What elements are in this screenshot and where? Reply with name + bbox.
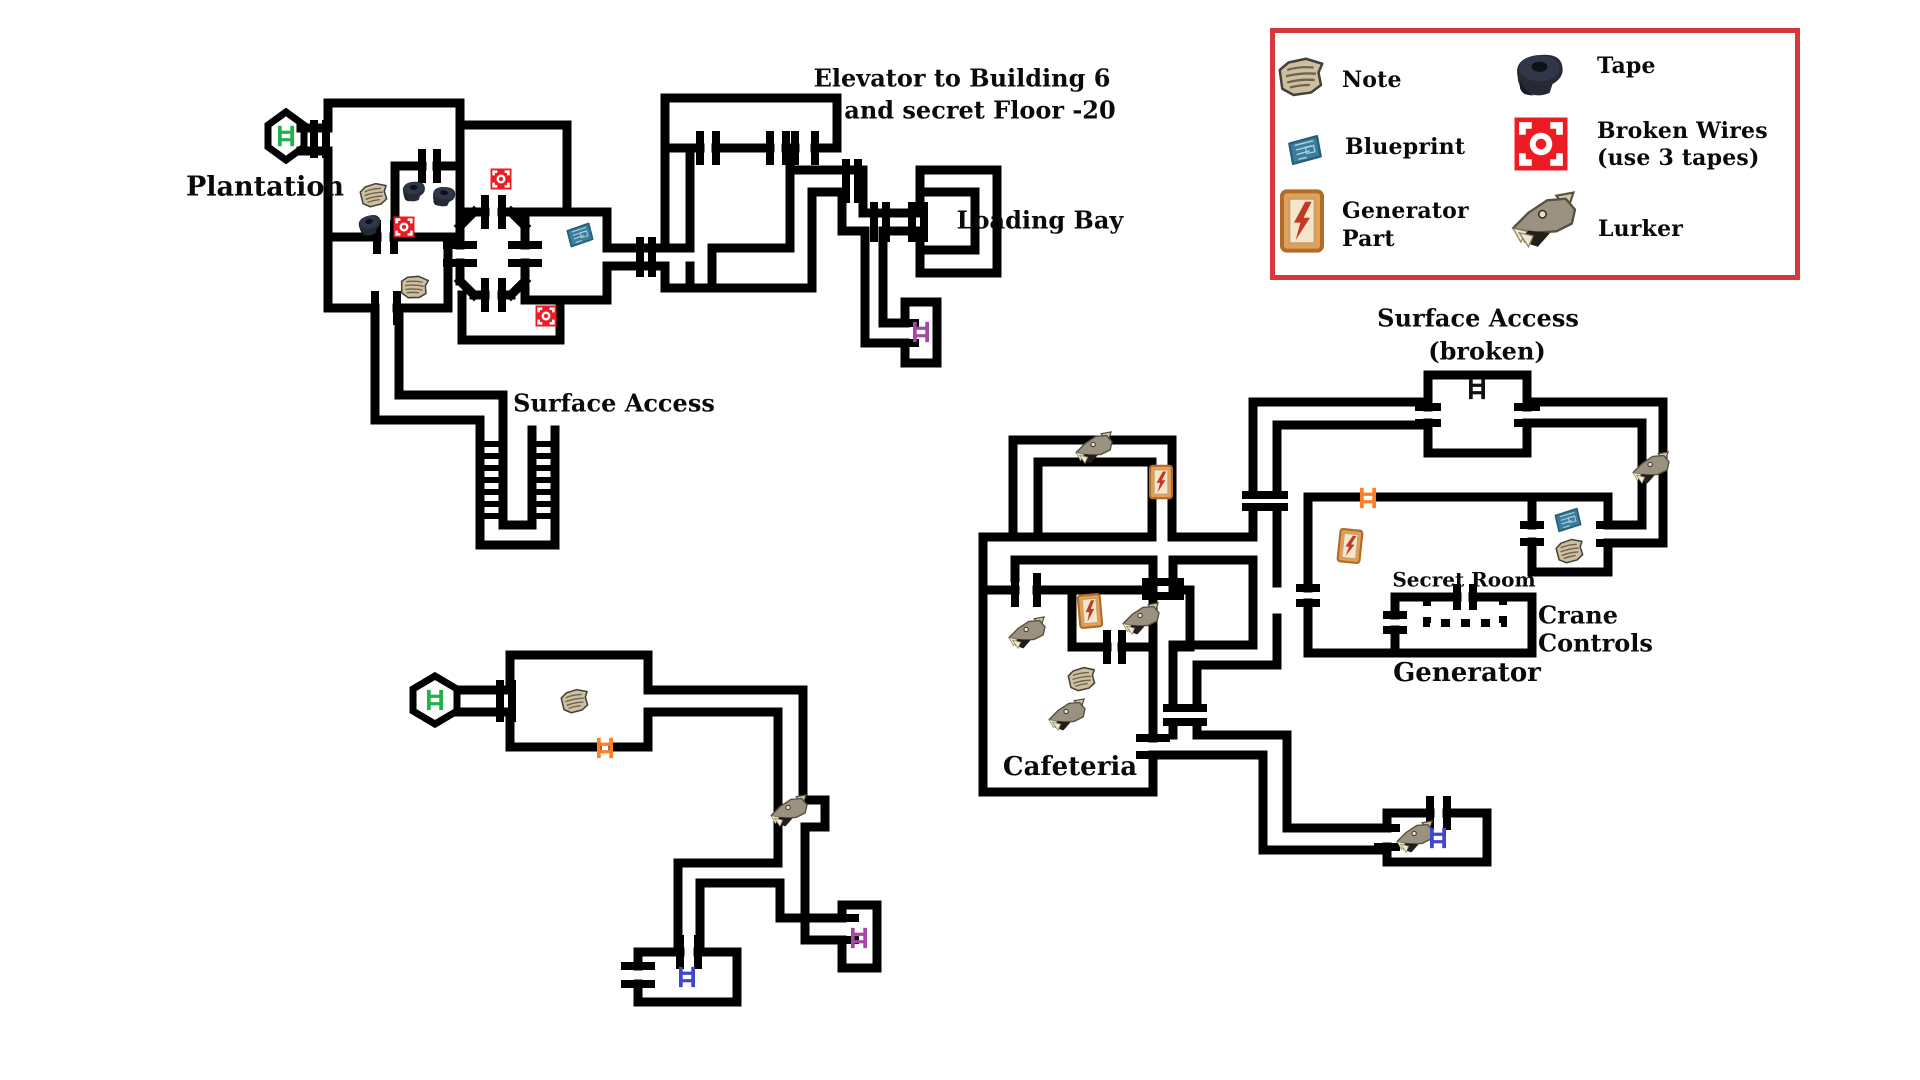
map-label-surface-access-east-1: Surface Access [1377,304,1579,333]
legend-lurker-label: Lurker [1598,216,1684,242]
marker-broken_wires [490,168,512,190]
marker-lurker [1008,616,1046,650]
legend-generator-label-1: Generator [1342,198,1469,224]
secret-room-dashed-walls [1423,597,1507,627]
marker-tape [402,181,425,202]
marker-note [1066,665,1097,693]
legend-blueprint-icon [1287,134,1323,166]
marker-tape [431,185,457,209]
legend-generator-part-icon [1280,189,1325,253]
marker-ladder-black [1469,378,1485,400]
map-label-crane-line1: Crane [1538,601,1618,630]
door-ticks [310,120,1620,988]
legend-broken-wires-icon [1515,118,1568,171]
map-label-surface-access-east-2: (broken) [1428,337,1546,366]
stair-rungs [481,441,554,519]
marker-note [559,687,591,715]
map-label-plantation: Plantation [186,172,344,203]
marker-broken_wires [393,216,415,238]
marker-note [398,273,430,301]
map-label-loading-bay: Loading Bay [957,206,1125,235]
hexagon-entrance-southwest [409,671,461,729]
legend [1270,28,1800,280]
marker-ladder-blue [679,966,695,988]
marker-generator_part [1148,464,1174,500]
legend-note-label: Note [1342,67,1402,93]
map-label-generator: Generator [1393,658,1541,688]
marker-lurker [1048,698,1086,732]
marker-generator_part [1076,592,1104,630]
marker-generator_part [1336,527,1364,565]
legend-note-icon [1278,57,1324,97]
legend-lurker-icon [1511,191,1577,248]
map-label-elevator-line1: Elevator to Building 6 [814,64,1111,93]
legend-tape-label: Tape [1597,53,1656,79]
legend-generator-label-2: Part [1342,226,1395,252]
map-label-elevator-line2: and secret Floor -20 [844,96,1115,125]
marker-blueprint [1554,507,1582,533]
legend-broken-label-2: (use 3 tapes) [1597,145,1760,171]
marker-broken_wires [535,305,557,327]
marker-blueprint [565,222,595,248]
map-label-secret-room: Secret Room [1392,568,1535,592]
map-label-surface-access-west: Surface Access [513,389,715,418]
marker-ladder-blue [1430,827,1446,849]
marker-ladder-orange [597,737,613,759]
legend-tape-icon [1517,54,1563,96]
marker-note [358,181,390,209]
marker-ladder-purple [913,321,929,343]
marker-ladder-orange [1360,487,1376,509]
legend-blueprint-label: Blueprint [1345,134,1466,160]
legend-broken-label-1: Broken Wires [1597,118,1768,144]
marker-note [1554,537,1586,565]
map-label-cafeteria: Cafeteria [1003,752,1137,782]
marker-lurker [1396,820,1434,854]
map-label-crane-line2: Controls [1538,629,1653,658]
labels-layer: Plantation Elevator to Building 6 and secr… [186,64,1653,783]
